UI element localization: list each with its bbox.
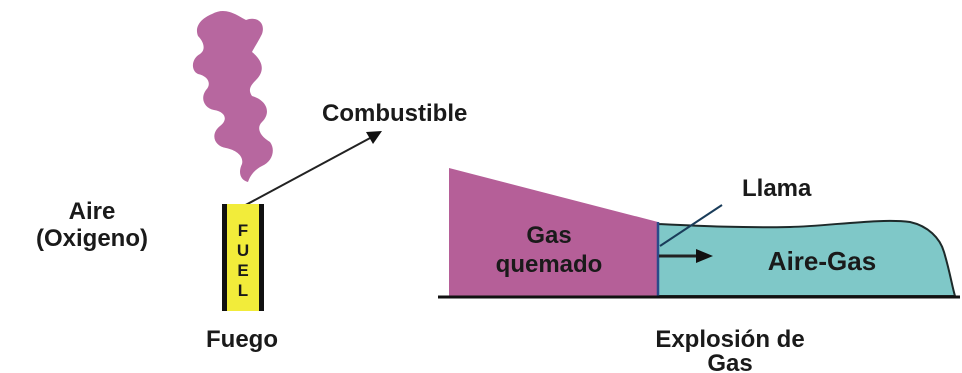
fuel-arrow-head [366, 131, 382, 144]
fire-caption: Fuego [206, 326, 278, 353]
air-label-line1: Aire [69, 198, 116, 225]
burned-gas-region [449, 168, 658, 296]
air-gas-region [657, 219, 957, 297]
flame-label: Llama [742, 175, 812, 202]
fuel-letter-u: U [237, 241, 249, 260]
fuel-arrow-label: Combustible [322, 100, 467, 127]
fuel-stick [224, 204, 262, 311]
fuel-letter-l: L [238, 281, 248, 300]
burned-gas-label-line1: Gas [526, 222, 571, 249]
explosion-caption-line2: Gas [707, 350, 752, 373]
fuel-arrow-line [239, 136, 373, 209]
burned-gas-label-line2: quemado [496, 251, 603, 278]
fuel-letter-f: F [238, 221, 248, 240]
fuel-stick-right-edge [259, 204, 264, 311]
air-label-line2: (Oxigeno) [36, 225, 148, 252]
air-gas-label: Aire-Gas [768, 246, 876, 276]
flame-pointer-line [659, 204, 723, 247]
propagation-arrow-head [696, 249, 713, 263]
fuel-letter-e: E [237, 261, 248, 280]
fuel-stick-left-edge [222, 204, 227, 311]
explosion-caption-line1: Explosión de [655, 326, 804, 353]
smoke-plume [192, 10, 273, 183]
